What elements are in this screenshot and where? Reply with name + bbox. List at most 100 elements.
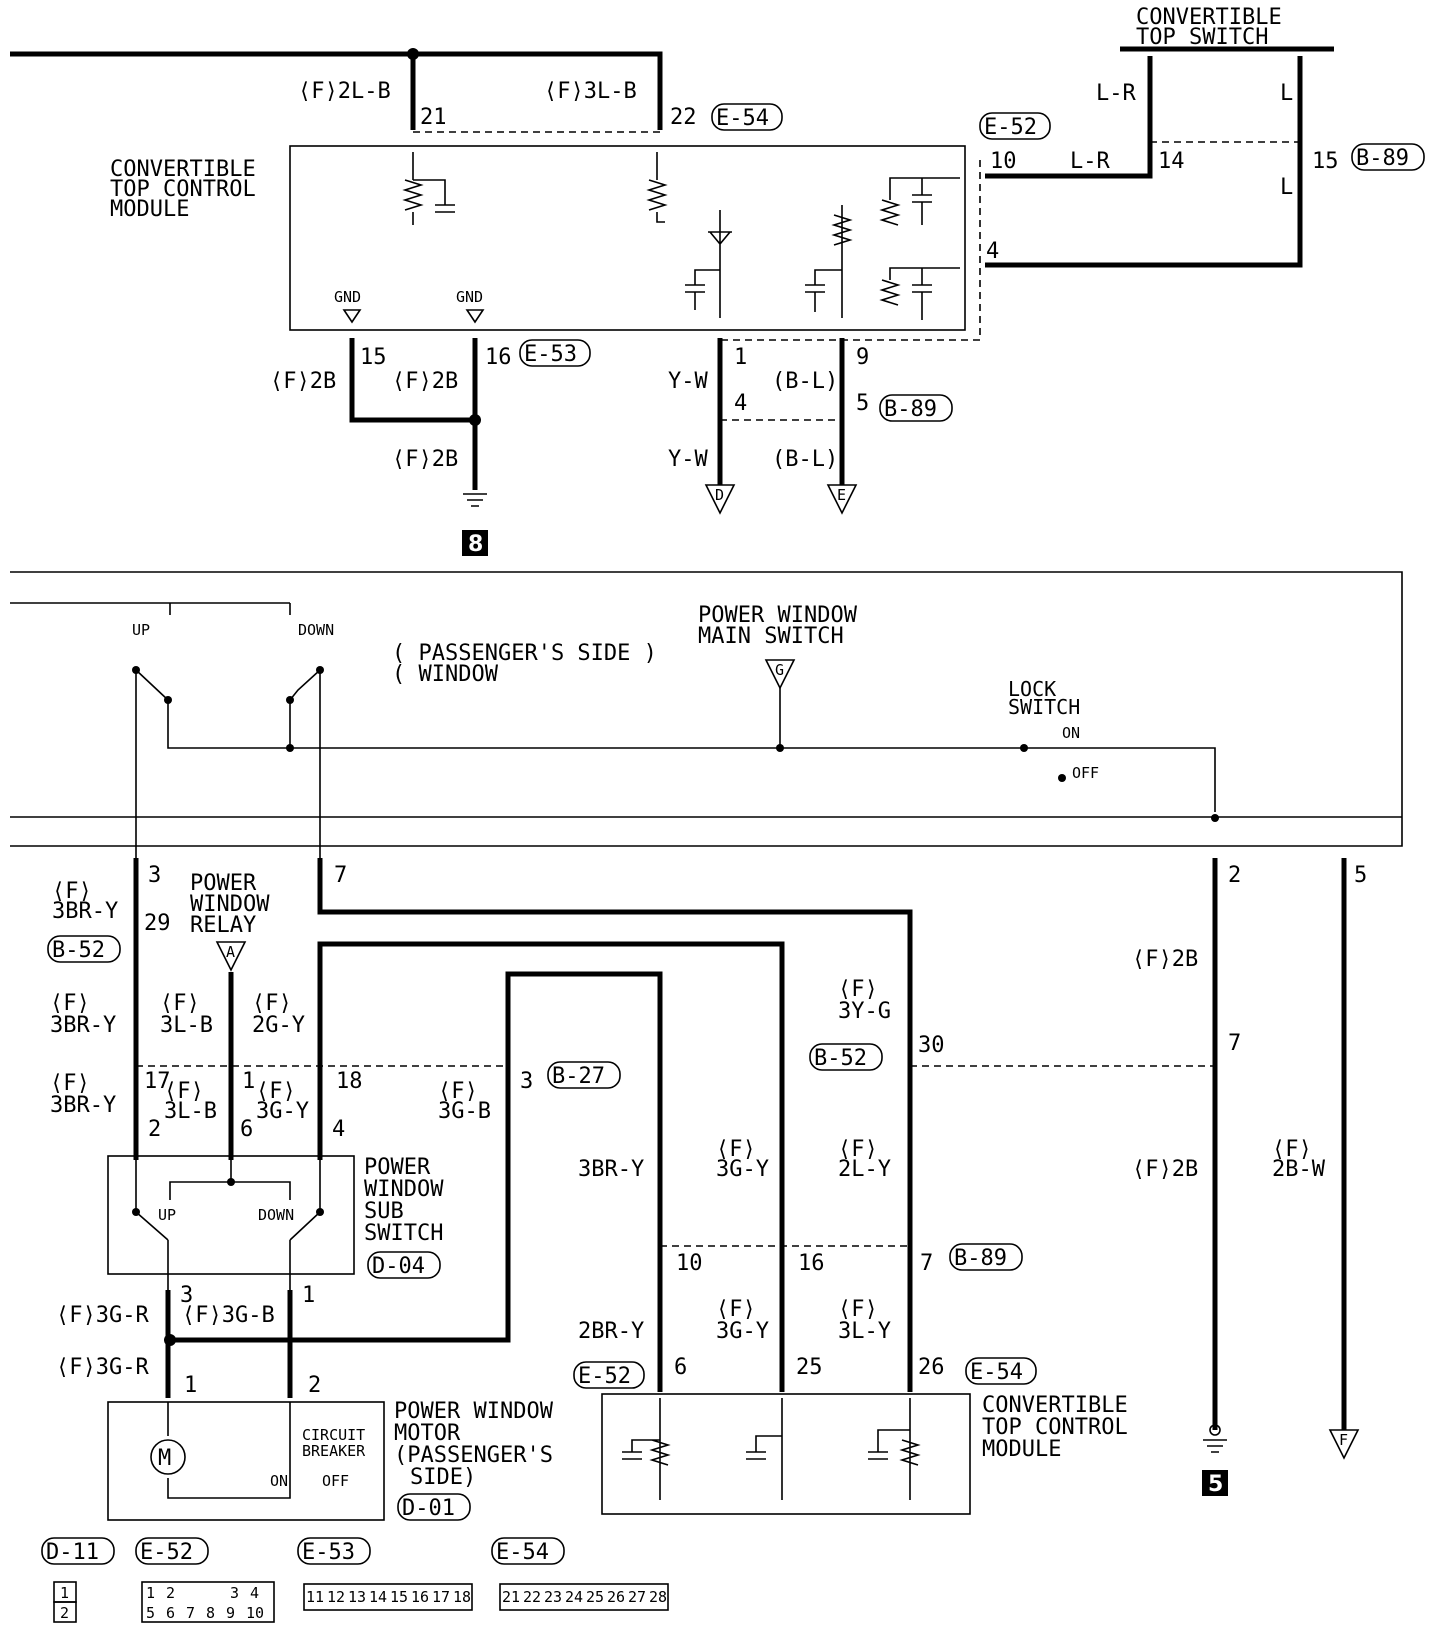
signal-wires xyxy=(717,338,845,485)
pin-number: 3 xyxy=(180,1283,193,1308)
sub-switch-contacts xyxy=(132,1160,324,1290)
pin-number: 2 xyxy=(308,1373,321,1398)
ctcm-bottom-internal xyxy=(622,1398,921,1500)
pin-number: 1 xyxy=(302,1283,315,1308)
wire-color-label: 3G-Y xyxy=(716,1157,769,1182)
connector-tag-e52: E-52 xyxy=(979,112,1051,140)
svg-text:1: 1 xyxy=(60,1584,69,1602)
svg-text:17: 17 xyxy=(432,1588,450,1606)
wire-l-r xyxy=(985,56,1153,179)
wire-color-label: 3L-B xyxy=(160,1013,213,1038)
ground-wire xyxy=(349,338,478,490)
wire-color-label: ⟨F⟩3L-B xyxy=(544,79,637,104)
pin-number: 9 xyxy=(856,345,869,370)
pin-number: 15 xyxy=(1312,149,1339,174)
connector-dash xyxy=(720,160,981,341)
down-label: DOWN xyxy=(298,621,334,639)
wire-color-label: ⟨F⟩ xyxy=(1272,1137,1312,1162)
svg-text:18: 18 xyxy=(453,1588,471,1606)
wire-color-label: ⟨F⟩ xyxy=(716,1297,756,1322)
wire-color-label: 3Y-G xyxy=(838,999,891,1024)
sub-switch-label-2: WINDOW xyxy=(364,1177,444,1202)
svg-text:E-54: E-54 xyxy=(716,106,769,131)
svg-text:13: 13 xyxy=(348,1588,366,1606)
main-switch-box xyxy=(10,571,1403,847)
svg-text:24: 24 xyxy=(565,1588,583,1606)
wire-color-label: ⟨F⟩ xyxy=(438,1079,478,1104)
connector-tag-d01: D-01 xyxy=(397,1493,471,1521)
connector-tag-e54: E-54 xyxy=(711,103,783,131)
wire-color-label: ⟨F⟩2B xyxy=(1132,947,1198,972)
wire-color-label: 3G-Y xyxy=(716,1319,769,1344)
svg-text:E-54: E-54 xyxy=(970,1360,1023,1385)
connector-face-e54: E-54 21 22 23 24 25 26 27 28 xyxy=(491,1537,669,1611)
circuit-breaker-label-2: BREAKER xyxy=(302,1442,366,1460)
connector-tag-b89: B-89 xyxy=(879,394,953,422)
wire-color-label: ⟨F⟩2B xyxy=(1132,1157,1198,1182)
ctcm-top-label-1: CONVERTIBLE xyxy=(110,157,256,182)
svg-text:2: 2 xyxy=(60,1604,69,1622)
pin-number: 14 xyxy=(1158,149,1185,174)
symbol-letter: E xyxy=(837,486,846,504)
continuation-a xyxy=(215,941,247,972)
wire-color-label: ⟨F⟩2B xyxy=(392,447,458,472)
wire-color-label: 3BR-Y xyxy=(50,1093,116,1118)
wire-color-label: ⟨F⟩3G-B xyxy=(182,1303,275,1328)
wire-color-label: ⟨F⟩ xyxy=(838,1297,878,1322)
svg-text:8: 8 xyxy=(468,532,483,557)
main-switch-label-1: POWER WINDOW xyxy=(698,603,858,628)
svg-text:5: 5 xyxy=(1208,1472,1223,1497)
pin-number: 7 xyxy=(1228,1031,1241,1056)
ctcm-bottom-box xyxy=(601,1393,971,1515)
passenger-window-label-1: ( PASSENGER'S SIDE ) xyxy=(392,641,657,666)
ground-symbol-8: 8 xyxy=(462,493,488,557)
pin-number: 4 xyxy=(332,1117,345,1142)
connector-tag-b89: B-89 xyxy=(949,1243,1023,1271)
wire-color-label: ⟨F⟩ xyxy=(52,879,92,904)
connector-tag-b27: B-27 xyxy=(547,1061,621,1089)
passenger-window-label-2: ( WINDOW xyxy=(392,662,499,687)
wire-color-label: ⟨F⟩2B xyxy=(270,369,336,394)
wire-color-label: Y-W xyxy=(668,369,708,394)
gnd-symbol xyxy=(342,309,362,324)
relay-label-1: POWER xyxy=(190,871,257,896)
svg-text:B-27: B-27 xyxy=(552,1064,605,1089)
pin-number: 5 xyxy=(1354,863,1367,888)
pin-number: 1 xyxy=(184,1373,197,1398)
svg-text:9: 9 xyxy=(226,1604,235,1622)
splice-node xyxy=(1211,814,1219,822)
pin-number: 29 xyxy=(144,911,171,936)
wire-color-label: (B-L) xyxy=(772,369,838,394)
pin-number: 1 xyxy=(734,345,747,370)
wire-color-label: 3BR-Y xyxy=(52,899,118,924)
wire-color-label: L-R xyxy=(1070,149,1110,174)
sub-switch-label-4: SWITCH xyxy=(364,1221,443,1246)
connector-tag-e52: E-52 xyxy=(573,1361,645,1389)
wire-color-label: 3BR-Y xyxy=(50,1013,116,1038)
connector-face-e53: E-53 11 12 13 14 15 16 17 18 xyxy=(297,1537,473,1611)
wire-color-label: ⟨F⟩ xyxy=(256,1079,296,1104)
motor-symbol xyxy=(150,1402,291,1499)
wire-color-label: ⟨F⟩ xyxy=(50,991,90,1016)
up-label: UP xyxy=(132,621,150,639)
connector-tag-b52: B-52 xyxy=(809,1043,883,1071)
gnd-label: GND xyxy=(456,288,483,306)
pin-number: 15 xyxy=(360,345,387,370)
ground-symbol-5: 5 xyxy=(1202,1424,1228,1497)
splice-node xyxy=(469,414,481,426)
svg-text:11: 11 xyxy=(306,1588,324,1606)
main-switch-contacts xyxy=(132,603,1216,858)
wire-color-label: 3G-Y xyxy=(256,1099,309,1124)
svg-text:5: 5 xyxy=(146,1604,155,1622)
ctcm-internal-resistor xyxy=(402,152,960,320)
svg-text:B-89: B-89 xyxy=(1356,146,1409,171)
svg-text:E-52: E-52 xyxy=(140,1540,193,1565)
pin-number: 1 xyxy=(242,1069,255,1094)
wire-color-label: Y-W xyxy=(668,447,708,472)
pin-number: 6 xyxy=(240,1117,253,1142)
svg-text:B-52: B-52 xyxy=(814,1046,867,1071)
lock-switch-label-1: LOCK xyxy=(1008,677,1056,701)
svg-text:12: 12 xyxy=(327,1588,345,1606)
svg-text:E-53: E-53 xyxy=(524,342,577,367)
